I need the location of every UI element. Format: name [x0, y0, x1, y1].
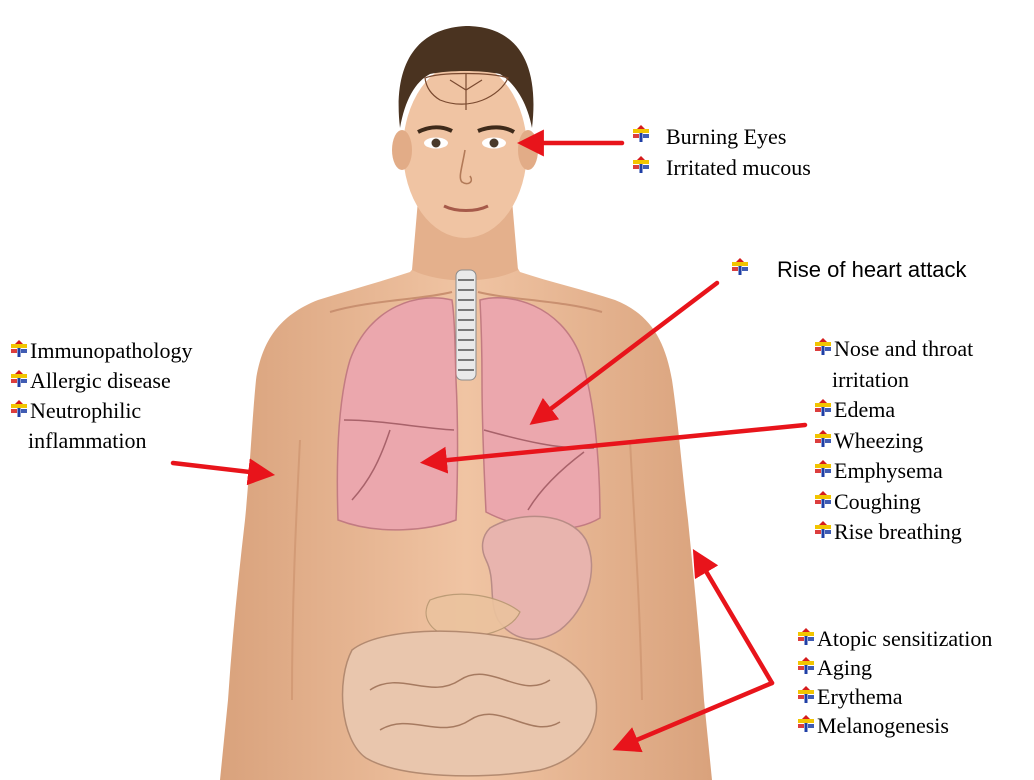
symptom-label: Aging	[817, 653, 872, 682]
symptom-label: Wheezing	[834, 426, 923, 457]
list-item: Aging	[797, 653, 992, 682]
skin-symptoms-list: Atopic sensitization Aging Erythema Me	[797, 624, 992, 740]
pushpin-bullet-icon	[10, 400, 28, 418]
list-item: Immunopathology	[10, 336, 193, 366]
list-item: Melanogenesis	[797, 711, 992, 740]
pushpin-bullet-icon	[797, 628, 815, 646]
list-item: Wheezing	[814, 426, 973, 457]
symptom-label: Coughing	[834, 487, 921, 518]
pushpin-bullet-icon	[632, 156, 650, 174]
symptom-label: Atopic sensitization	[817, 624, 992, 653]
list-item: Rise of heart attack	[731, 256, 967, 284]
symptom-label: Emphysema	[834, 456, 943, 487]
pushpin-bullet-icon	[814, 430, 832, 448]
list-item: Atopic sensitization	[797, 624, 992, 653]
heart-symptoms-list: Rise of heart attack	[731, 256, 967, 284]
pushpin-bullet-icon	[814, 460, 832, 478]
pushpin-bullet-icon	[10, 370, 28, 388]
list-item: Allergic disease	[10, 366, 193, 396]
pushpin-bullet-icon	[814, 491, 832, 509]
symptom-label: Irritated mucous	[666, 152, 811, 183]
pushpin-bullet-icon	[797, 686, 815, 704]
list-item-continuation: inflammation	[10, 426, 193, 456]
pushpin-bullet-icon	[797, 715, 815, 733]
symptom-label: Edema	[834, 395, 895, 426]
list-item-continuation: irritation	[814, 365, 973, 396]
symptom-label: Neutrophilic	[30, 396, 141, 426]
respiratory-symptoms-list: Nose and throat irritation Edema Wheezin…	[814, 334, 973, 548]
pushpin-bullet-icon	[797, 657, 815, 675]
list-item: Edema	[814, 395, 973, 426]
pushpin-bullet-icon	[814, 338, 832, 356]
list-item: Irritated mucous	[632, 152, 811, 183]
list-item: Nose and throat	[814, 334, 973, 365]
pushpin-bullet-icon	[632, 125, 650, 143]
immune-symptoms-list: Immunopathology Allergic disease Neutrop…	[10, 336, 193, 456]
symptom-label-continuation: inflammation	[10, 426, 147, 456]
list-item: Burning Eyes	[632, 121, 811, 152]
symptom-label: Allergic disease	[30, 366, 171, 396]
arrow-skin-arm	[697, 556, 772, 683]
list-item: Coughing	[814, 487, 973, 518]
pushpin-bullet-icon	[814, 399, 832, 417]
symptom-label: Melanogenesis	[817, 711, 949, 740]
pushpin-bullet-icon	[814, 521, 832, 539]
eye-symptoms-list: Burning Eyes Irritated mucous	[632, 121, 811, 183]
symptom-label: Rise of heart attack	[777, 256, 967, 284]
list-item: Erythema	[797, 682, 992, 711]
symptom-label: Immunopathology	[30, 336, 193, 366]
symptom-label-continuation: irritation	[814, 365, 909, 396]
pushpin-bullet-icon	[10, 340, 28, 358]
symptom-label: Rise breathing	[834, 517, 962, 548]
trachea	[456, 270, 476, 380]
pushpin-bullet-icon	[731, 258, 749, 276]
symptom-label: Nose and throat	[834, 334, 973, 365]
list-item: Rise breathing	[814, 517, 973, 548]
list-item: Neutrophilic	[10, 396, 193, 426]
symptom-label: Burning Eyes	[666, 121, 786, 152]
symptom-label: Erythema	[817, 682, 903, 711]
list-item: Emphysema	[814, 456, 973, 487]
